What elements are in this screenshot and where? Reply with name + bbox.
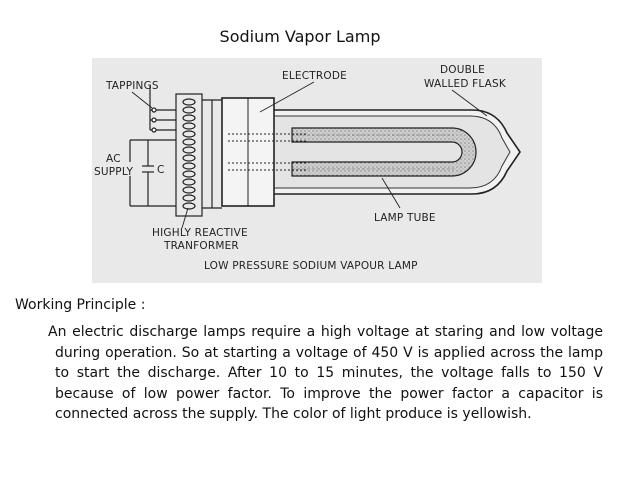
tappings-wiring bbox=[149, 86, 176, 133]
label-electrode: ELECTRODE bbox=[282, 70, 347, 82]
diagram-svg: TAPPINGS ELECTRODE DOUBLE WALLED FLASK A… bbox=[92, 58, 542, 283]
label-capacitor: C bbox=[157, 164, 165, 176]
label-highly-reactive-line2: TRANFORMER bbox=[163, 240, 239, 252]
section-heading: Working Principle : bbox=[15, 297, 146, 313]
leader-lines bbox=[131, 81, 488, 229]
lamp-wiring bbox=[202, 99, 222, 209]
label-tappings: TAPPINGS bbox=[105, 80, 159, 92]
sodium-lamp-diagram: TAPPINGS ELECTRODE DOUBLE WALLED FLASK A… bbox=[92, 58, 542, 283]
ac-supply-wiring bbox=[129, 139, 176, 207]
label-ac-supply-line2: SUPPLY bbox=[94, 166, 133, 178]
working-principle-paragraph: An electric discharge lamps require a hi… bbox=[48, 324, 603, 422]
electrodes bbox=[228, 133, 307, 171]
label-ac-supply-line1: AC bbox=[106, 153, 121, 165]
lamp-tube bbox=[291, 127, 477, 177]
transformer-coil bbox=[175, 93, 203, 217]
diagram-caption: LOW PRESSURE SODIUM VAPOUR LAMP bbox=[204, 260, 418, 272]
label-double-walled-flask-line2: WALLED FLASK bbox=[424, 78, 507, 90]
slide-title: Sodium Vapor Lamp bbox=[0, 27, 600, 46]
slide-title-text: Sodium Vapor Lamp bbox=[219, 27, 381, 46]
label-double-walled-flask-line1: DOUBLE bbox=[440, 64, 485, 76]
label-highly-reactive-line1: HIGHLY REACTIVE bbox=[152, 227, 248, 239]
label-lamp-tube: LAMP TUBE bbox=[374, 212, 436, 224]
